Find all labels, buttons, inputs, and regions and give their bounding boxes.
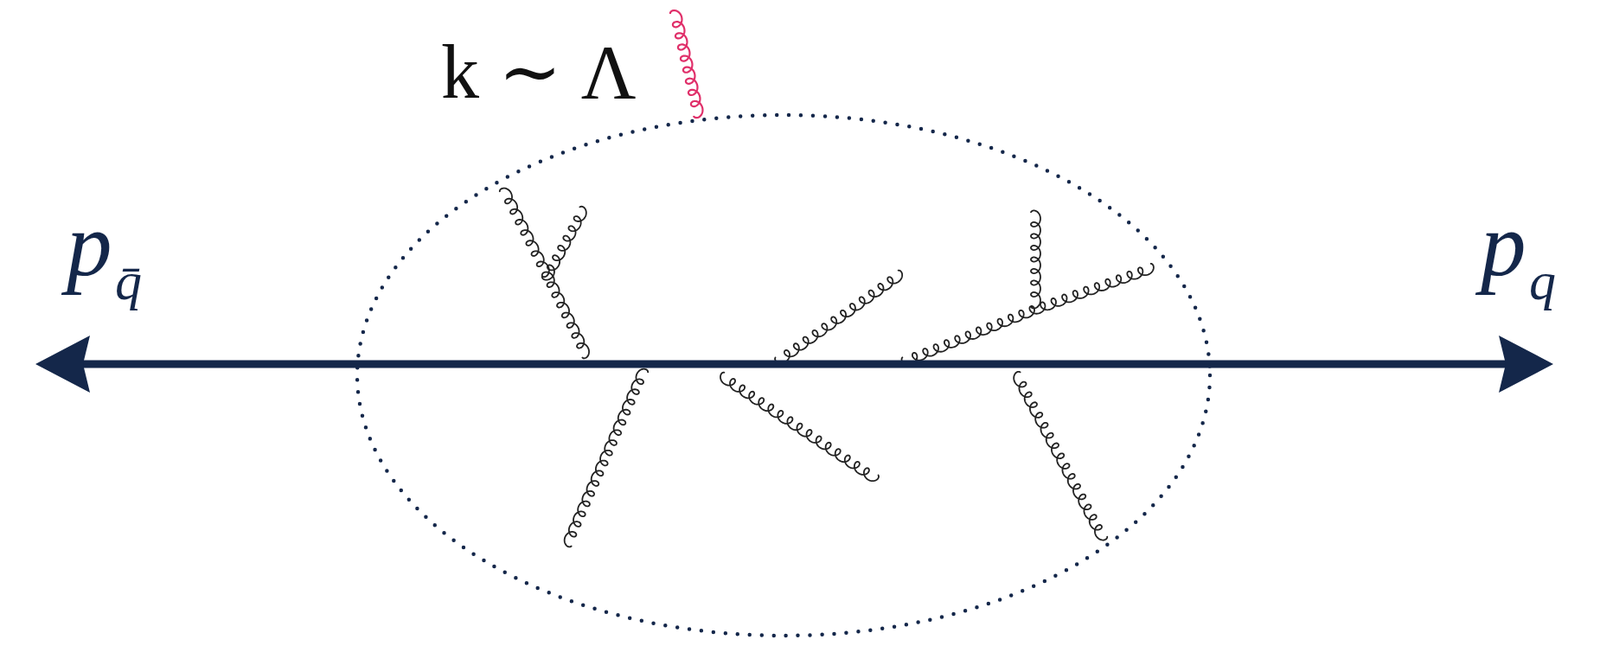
subscript: q bbox=[1529, 254, 1556, 308]
subscript: q̄ bbox=[115, 254, 142, 308]
gluon-coil bbox=[1029, 263, 1153, 314]
soft-gluon-coil bbox=[670, 10, 704, 118]
quark-line bbox=[82, 360, 1518, 369]
gluon-coil bbox=[564, 369, 649, 548]
gluon-coil bbox=[902, 306, 1036, 365]
gluon-coil bbox=[774, 270, 903, 364]
gluon-coil bbox=[1030, 210, 1041, 308]
arrowhead-right bbox=[1498, 335, 1554, 393]
soft-gluon-group bbox=[670, 10, 704, 118]
gluon-coil bbox=[542, 272, 589, 359]
gluon-coil bbox=[720, 372, 879, 482]
momentum-symbol: p bbox=[66, 198, 113, 290]
momentum-label: k ∼ Λ bbox=[441, 34, 637, 111]
gluon-coil bbox=[542, 206, 587, 281]
gluon-coil bbox=[499, 188, 550, 278]
momentum-symbol: p bbox=[1480, 198, 1527, 290]
gluon-coil bbox=[1013, 371, 1108, 541]
dotted-region bbox=[357, 115, 1210, 636]
arrowhead-left bbox=[35, 335, 90, 393]
